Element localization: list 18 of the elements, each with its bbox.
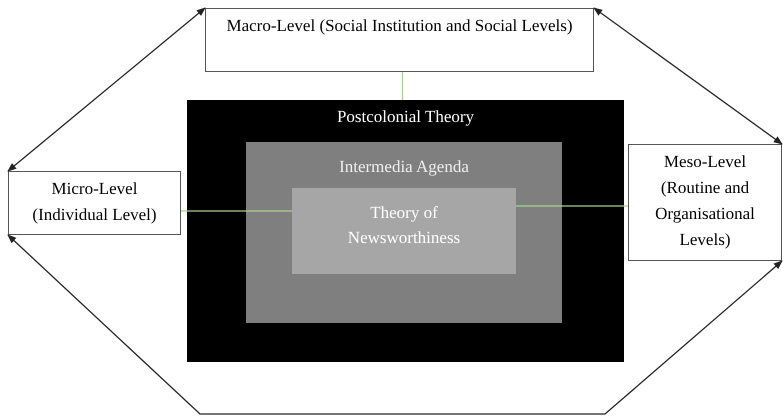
connector-line: [402, 72, 404, 100]
connector-line: [516, 205, 628, 207]
level-box: [628, 144, 782, 261]
connector-line: [181, 210, 292, 212]
agenda-box: [246, 142, 562, 323]
theory-box: [187, 100, 624, 362]
theory-box: [292, 188, 516, 274]
level-box: [8, 171, 181, 235]
double-arrow: [593, 7, 783, 145]
node-label: Micro-Level (Individual Level): [31, 178, 158, 226]
node-label: Theory of Newsworthiness: [346, 202, 462, 249]
node-label: Macro-Level (Social Institution and Social Levels): [225, 15, 574, 37]
node-label: Postcolonial Theory: [336, 106, 476, 128]
level-box: [205, 8, 594, 72]
node-label: Intermedia Agenda: [338, 156, 470, 178]
node-label: Meso-Level (Routine and Organisational Levels): [654, 151, 756, 251]
double-arrow: [7, 234, 783, 415]
double-arrow: [7, 7, 206, 172]
